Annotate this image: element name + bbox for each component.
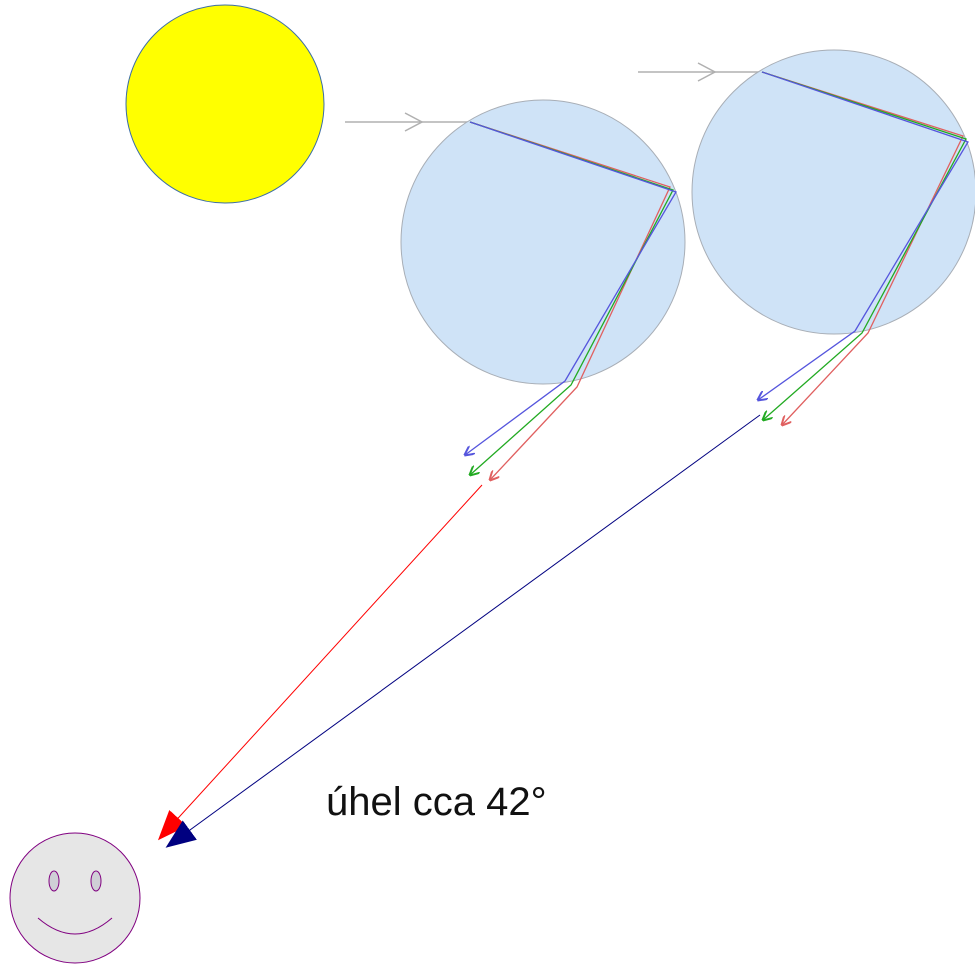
sun-icon xyxy=(125,4,325,204)
drop2-green-ray xyxy=(762,71,967,420)
sight-line-blue xyxy=(165,414,761,848)
angle-label: úhel cca 42° xyxy=(326,780,547,824)
raindrop-2-icon xyxy=(691,49,975,335)
raindrop-1-icon xyxy=(400,99,686,385)
incoming-ray-1-arrowhead xyxy=(404,112,424,132)
drop2-blue-ray xyxy=(758,71,969,400)
drop1-blue-ray xyxy=(465,121,677,455)
smiley-face-observer-icon xyxy=(9,832,141,964)
incoming-ray-2-arrowhead xyxy=(697,62,717,82)
sight-line-red xyxy=(157,484,483,841)
drop1-red-ray xyxy=(469,121,671,480)
